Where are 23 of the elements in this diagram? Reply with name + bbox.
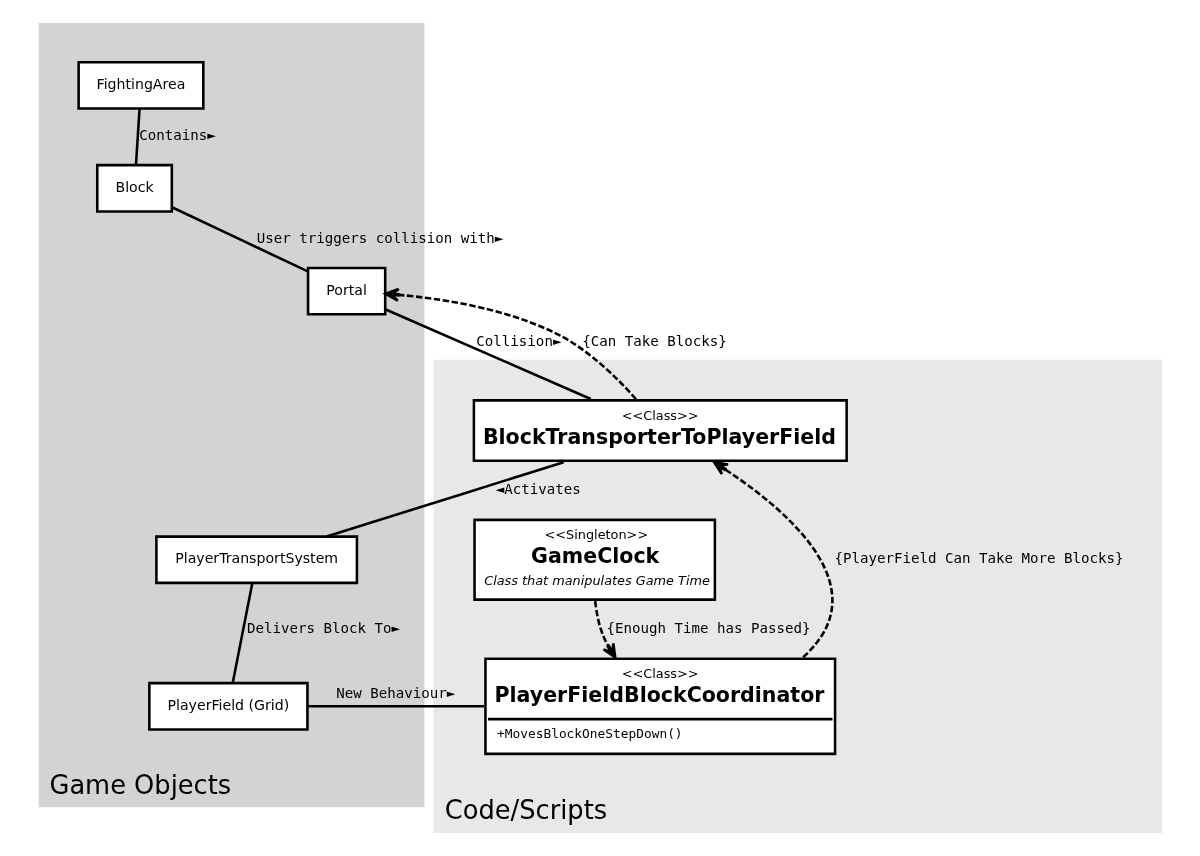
edge-label: {PlayerField Can Take More Blocks}: [833, 550, 1124, 567]
edge-label: Collision►: [475, 333, 561, 350]
connector: [307, 705, 484, 708]
node-box: Portal: [306, 266, 386, 316]
connector: [325, 460, 564, 538]
node-box: PlayerTransportSystem: [154, 535, 358, 585]
edge-label: Delivers Block To►: [246, 619, 400, 636]
edge-label: {Can Take Blocks}: [581, 333, 727, 350]
node-box: PlayerField (Grid): [147, 681, 309, 731]
arrow: [712, 461, 833, 659]
edge-label: {Enough Time has Passed}: [605, 619, 811, 636]
edge-label: Contains►: [138, 127, 216, 144]
edge-label: User triggers collision with►: [256, 230, 503, 247]
connector: [384, 308, 591, 401]
arrow: [593, 601, 616, 659]
connector: [170, 206, 308, 273]
node-box: FightingArea: [76, 61, 205, 110]
connector: [230, 582, 254, 684]
arrow: [383, 287, 637, 400]
connector: [134, 108, 141, 165]
edge-label: ◄Activates: [495, 480, 581, 497]
edge-label: New Behaviour►: [335, 685, 455, 702]
node-box: Block: [95, 163, 173, 213]
